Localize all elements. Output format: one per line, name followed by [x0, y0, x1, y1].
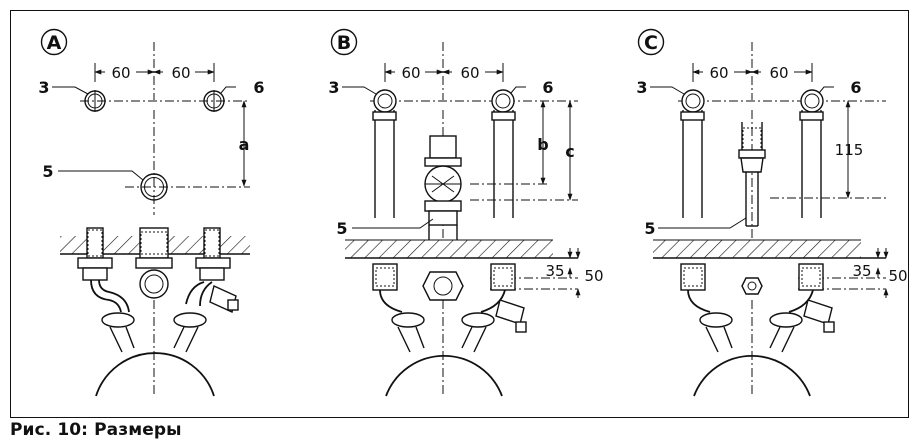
panel-letter-circle-c [637, 28, 665, 56]
label-5-c: 5 [644, 219, 655, 238]
label-5-b: 5 [336, 219, 347, 238]
label-3-a: 3 [38, 78, 49, 97]
panel-letter-a: A [47, 32, 62, 54]
figure-caption: Рис. 10: Размеры [10, 420, 182, 440]
label-6-c: 6 [850, 78, 861, 97]
dim-right-c: 60 [769, 64, 788, 82]
dim-c: c [565, 142, 574, 161]
dim-left-b: 60 [401, 64, 420, 82]
panel-letter-circle-b [330, 28, 358, 56]
panel-letter-c: C [644, 32, 658, 54]
label-6-b: 6 [542, 78, 553, 97]
panel-letter-circle-a [40, 28, 68, 56]
dim-115-c: 115 [835, 141, 864, 159]
dim-left-a: 60 [111, 64, 130, 82]
dim-50-b: 50 [584, 267, 603, 285]
dim-35-b: 35 [545, 262, 564, 280]
figure-frame [10, 10, 909, 418]
dim-a: a [239, 135, 250, 154]
label-3-b: 3 [328, 78, 339, 97]
panel-letter-b: B [337, 32, 351, 54]
dim-right-b: 60 [460, 64, 479, 82]
label-6-a: 6 [253, 78, 264, 97]
panel-a: A 60 60 3 6 a [38, 28, 265, 397]
panel-b: B 60 60 3 6 [328, 28, 604, 397]
dim-right-a: 60 [171, 64, 190, 82]
dim-35-c: 35 [852, 262, 871, 280]
label-5-a: 5 [42, 162, 53, 181]
dim-left-c: 60 [709, 64, 728, 82]
panel-c: C 60 60 3 6 [636, 28, 908, 397]
dim-b: b [537, 135, 548, 154]
label-3-c: 3 [636, 78, 647, 97]
dim-50-c: 50 [888, 267, 907, 285]
